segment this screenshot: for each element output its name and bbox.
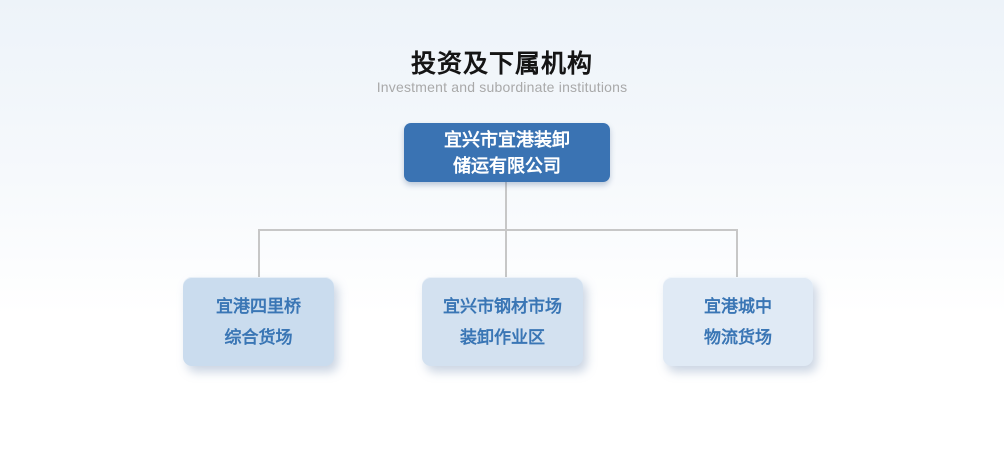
org-node-child-3-label-line2: 物流货场 — [704, 327, 772, 347]
org-node-child-2-label-line1: 宜兴市钢材市场 — [443, 296, 562, 316]
org-node-child-2-label-line2: 装卸作业区 — [460, 327, 545, 347]
org-node-root-label-line2: 储运有限公司 — [453, 155, 561, 176]
page-title: 投资及下属机构 — [410, 50, 593, 78]
connector-to-child-3 — [736, 229, 738, 277]
org-node-child-1: 宜港四里桥 综合货场 — [183, 277, 334, 366]
org-node-child-1-label-line1: 宜港四里桥 — [216, 296, 301, 316]
connector-horizontal-bus — [259, 229, 738, 231]
org-node-child-2: 宜兴市钢材市场 装卸作业区 — [422, 277, 583, 366]
org-node-child-3: 宜港城中 物流货场 — [663, 277, 813, 366]
page-subtitle: Investment and subordinate institutions — [376, 79, 628, 95]
org-node-root: 宜兴市宜港装卸 储运有限公司 — [404, 123, 610, 182]
org-node-child-3-label-line1: 宜港城中 — [704, 296, 772, 316]
org-node-child-1-label-line2: 综合货场 — [224, 327, 293, 347]
connector-to-child-1 — [258, 229, 260, 277]
org-node-root-label-line1: 宜兴市宜港装卸 — [444, 129, 570, 150]
